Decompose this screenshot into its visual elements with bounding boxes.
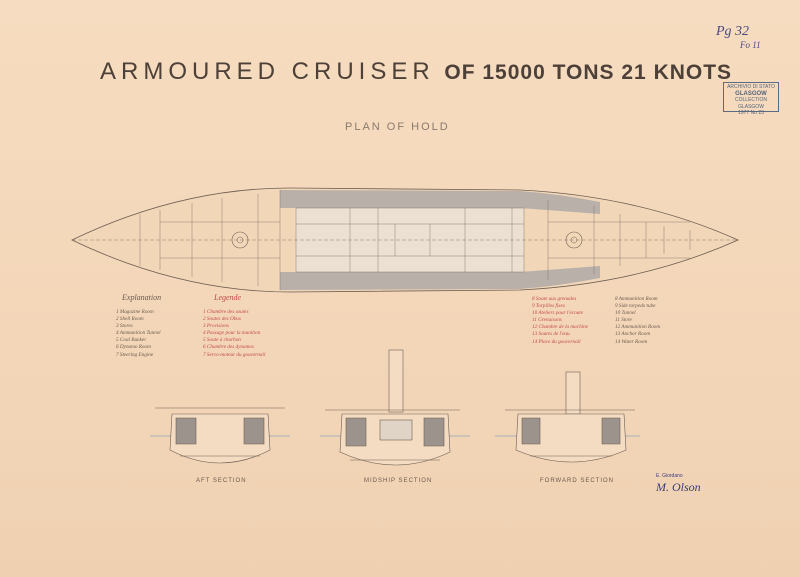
list-item: 3 Stores bbox=[116, 323, 133, 330]
page-reference: Pg 32 Fo 11 bbox=[716, 22, 786, 52]
midship-section-drawing bbox=[320, 349, 470, 466]
list-item: 6 Dynamo Room bbox=[116, 344, 151, 351]
plan-subtitle: PLAN OF HOLD bbox=[345, 121, 450, 133]
list-item: 1 Magazine Room bbox=[116, 309, 154, 315]
list-item: 9 Side torpedo tube bbox=[615, 303, 656, 310]
barbette-aft bbox=[231, 231, 249, 249]
list-item: 5 Soute à charbon bbox=[203, 337, 241, 344]
legende-list-right: 8 Soute aux grenades 9 Torpilles fixes 1… bbox=[532, 296, 588, 346]
stamp-line-3: COLLECTION bbox=[735, 97, 767, 103]
list-item: 11 Store bbox=[615, 317, 632, 324]
list-item: 2 Shell Room bbox=[116, 316, 144, 323]
midship-section-label: MIDSHIP SECTION bbox=[364, 478, 433, 484]
aft-section-label: AFT SECTION bbox=[196, 478, 247, 484]
explanation-list: 1 Magazine Room 2 Shell Room 3 Stores 4 … bbox=[116, 309, 161, 359]
page-title: ARMOURED CRUISER OF 15000 TONS 21 KNOTS bbox=[100, 58, 731, 92]
stamp-line-1: ARCHIVIO DI STATO bbox=[727, 84, 775, 90]
folio-number: Fo 11 bbox=[740, 40, 761, 50]
barbette-forward bbox=[565, 231, 583, 249]
list-item: 4 Ammunition Tunnel bbox=[116, 330, 161, 337]
frame-lines bbox=[139, 190, 691, 290]
list-item: 13 Anchor Room bbox=[615, 331, 651, 338]
list-item: 7 Steering Engine bbox=[116, 351, 154, 358]
signature-name: E. Giordano bbox=[656, 473, 683, 479]
list-item: 14 Place du gouvernail bbox=[532, 338, 581, 345]
list-item: 12 Ammunition Room bbox=[615, 324, 661, 331]
legende-list: 1 Chambre des soutes 2 Soutes des Obus 3… bbox=[203, 309, 265, 359]
list-item: 10 Tunnel bbox=[615, 310, 636, 317]
list-item: 9 Torpilles fixes bbox=[532, 303, 565, 310]
signature-handwritten: M. Olson bbox=[656, 480, 701, 494]
explanation-heading: Explanation bbox=[122, 293, 162, 302]
title-part-1: ARMOURED CRUISER bbox=[100, 58, 435, 85]
signature-block: E. Giordano M. Olson bbox=[656, 473, 716, 503]
list-item: 13 Soutes de l'eau bbox=[532, 331, 570, 338]
list-item: 10 Ateliers pour l'ecoute bbox=[532, 310, 584, 317]
list-item: 4 Passage pour la munition bbox=[203, 330, 261, 337]
forward-section-label: FORWARD SECTION bbox=[540, 478, 615, 484]
page-number: Pg 32 bbox=[716, 24, 750, 39]
list-item: 2 Soutes des Obus bbox=[203, 316, 241, 323]
archive-stamp: ARCHIVIO DI STATO GLASGOW COLLECTION GLA… bbox=[723, 82, 779, 116]
list-item: 8 Ammunition Room bbox=[615, 296, 658, 302]
list-item: 1 Chambre des soutes bbox=[203, 309, 249, 315]
stamp-line-5: 1977 No 23 bbox=[738, 110, 764, 116]
list-item: 12 Chambre de la machine bbox=[532, 324, 588, 331]
list-item: 3 Provisions bbox=[203, 323, 229, 330]
explanation-list-right: 8 Ammunition Room 9 Side torpedo tube 10… bbox=[615, 296, 660, 346]
stamp-line-2: GLASGOW bbox=[735, 90, 767, 97]
list-item: 6 Chambre des dynamos bbox=[203, 344, 254, 351]
list-item: 8 Soute aux grenades bbox=[532, 296, 577, 302]
forward-section-drawing bbox=[495, 371, 640, 463]
list-item: 7 Servo-moteur du gouvernail bbox=[203, 351, 266, 358]
aft-section-drawing bbox=[150, 407, 290, 464]
stamp-line-4: GLASGOW bbox=[738, 103, 764, 110]
list-item: 5 Coal Bunker bbox=[116, 337, 147, 344]
list-item: 11 Grenaisons bbox=[532, 317, 562, 324]
legende-heading: Legende bbox=[214, 293, 242, 302]
list-item: 14 Water Room bbox=[615, 338, 648, 345]
title-part-2: OF 15000 TONS 21 KNOTS bbox=[444, 61, 733, 84]
